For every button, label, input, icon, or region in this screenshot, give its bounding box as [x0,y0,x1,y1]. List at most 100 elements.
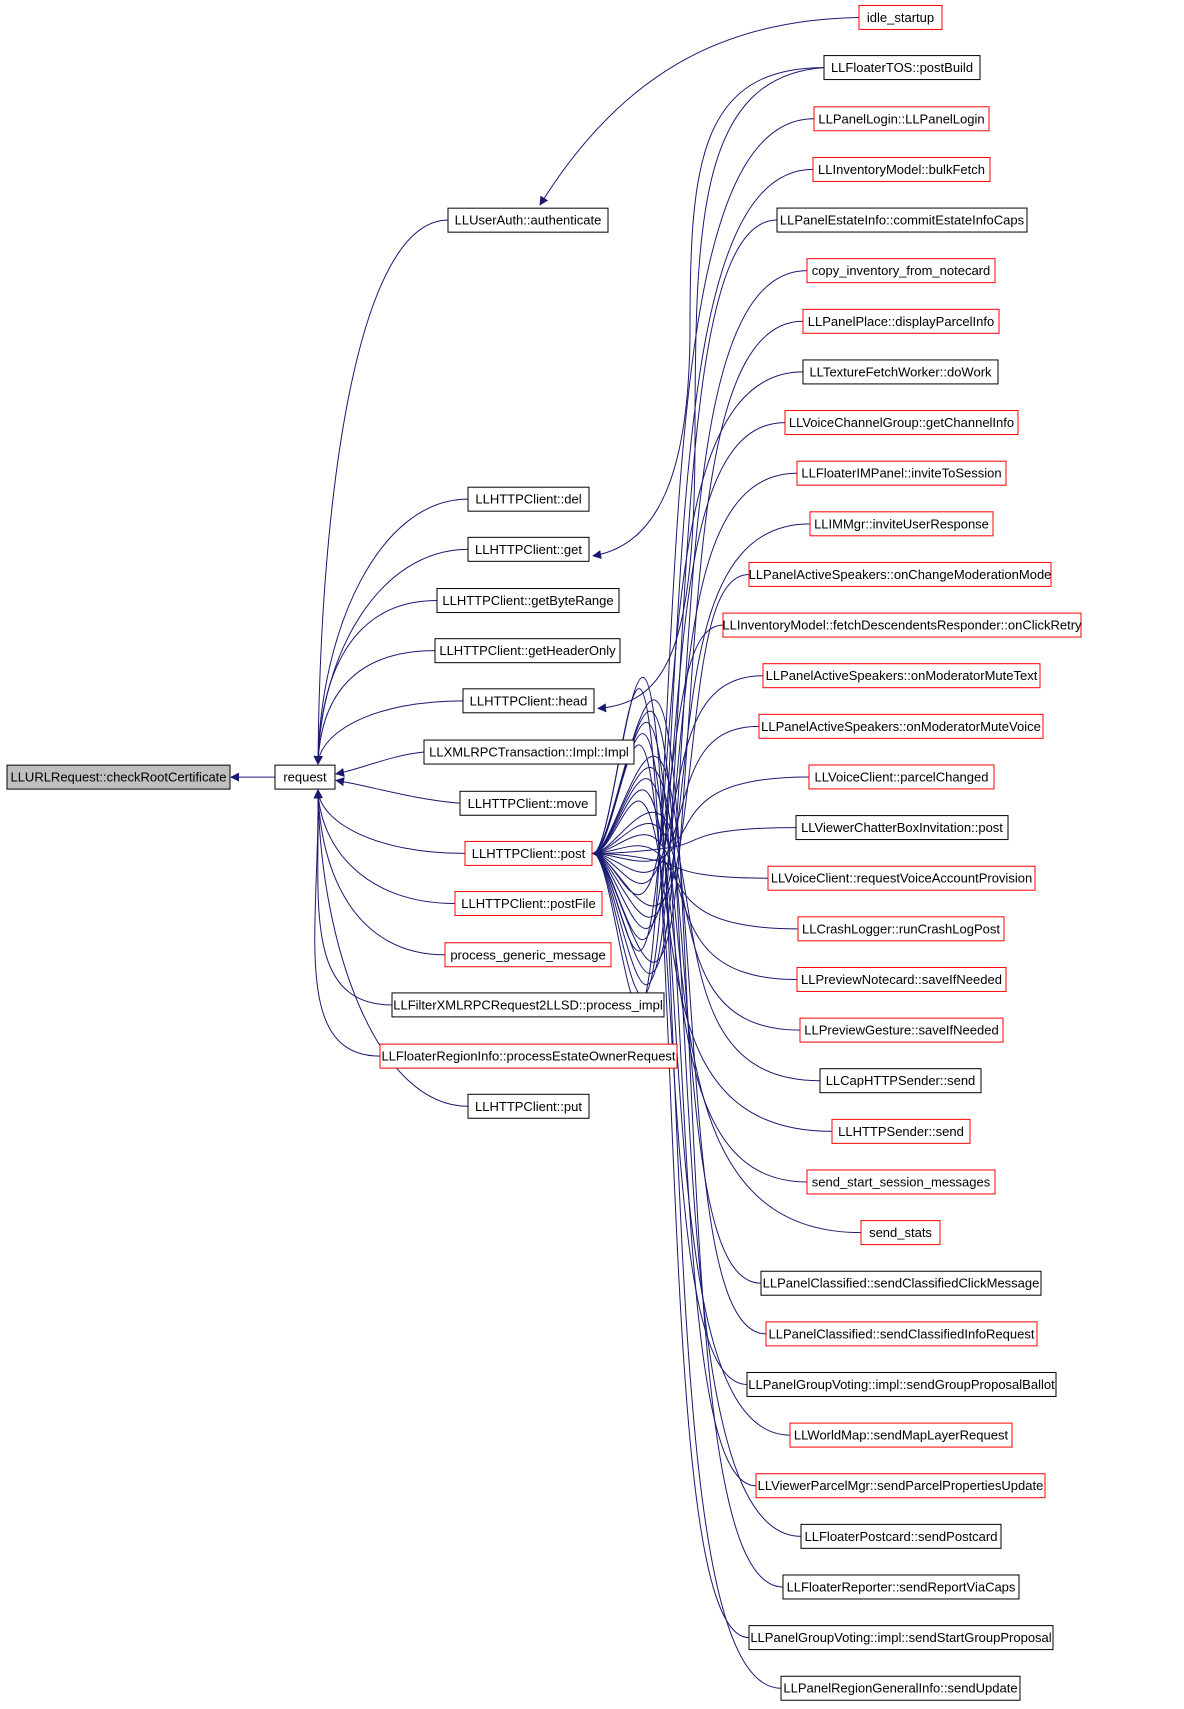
node-move[interactable]: LLHTTPClient::move [459,790,597,816]
edge-idle-to-authenticate [539,16,860,206]
node-label: send_stats [869,1225,932,1240]
node-label: LLHTTPSender::send [838,1124,964,1139]
node-box [748,1625,1054,1651]
node-label: LLVoiceChannelGroup::getChannelInfo [789,415,1014,430]
node-idle[interactable]: idle_startup [858,4,943,30]
node-post[interactable]: LLHTTPClient::post [464,840,593,866]
node-label: LLPanelEstateInfo::commitEstateInfoCaps [780,213,1025,228]
node-box [462,688,595,714]
node-box [808,764,995,790]
node-post-caller-17[interactable]: LLPreviewNotecard::saveIfNeeded [796,966,1007,992]
node-post-caller-24[interactable]: LLPanelClassified::sendClassifiedInfoReq… [765,1321,1038,1347]
node-box [806,1169,996,1195]
edge-post-caller-23-to-post [592,766,762,1284]
node-regioninfo[interactable]: LLFloaterRegionInfo::processEstateOwnerR… [379,1043,678,1069]
node-post-caller-3[interactable]: copy_inventory_from_notecard [806,258,996,284]
node-label: LLViewerChatterBoxInvitation::post [801,820,1003,835]
node-box [423,739,635,765]
node-box [767,865,1036,891]
edge-pgm-to-request [313,789,446,956]
node-root[interactable]: LLURLRequest::checkRootCertificate [6,764,231,790]
node-head[interactable]: LLHTTPClient::head [462,688,595,714]
edge-post-caller-11-to-post [592,675,764,885]
node-postFile[interactable]: LLHTTPClient::postFile [454,891,603,917]
node-pgm[interactable]: process_generic_message [444,942,612,968]
node-post-caller-31[interactable]: LLPanelRegionGeneralInfo::sendUpdate [780,1675,1021,1701]
node-post-caller-23[interactable]: LLPanelClassified::sendClassifiedClickMe… [760,1270,1042,1296]
node-box [391,992,665,1018]
node-box [860,1220,941,1246]
node-post-caller-25[interactable]: LLPanelGroupVoting::impl::sendGroupPropo… [746,1371,1057,1397]
node-post-caller-30[interactable]: LLPanelGroupVoting::impl::sendStartGroup… [748,1625,1054,1651]
node-label: LLVoiceClient::parcelChanged [815,769,989,784]
node-box [797,916,1005,942]
node-label: LLHTTPClient::del [475,492,581,507]
node-post-caller-18[interactable]: LLPreviewGesture::saveIfNeeded [799,1017,1004,1043]
node-post-caller-21[interactable]: send_start_session_messages [806,1169,996,1195]
node-label: LLCapHTTPSender::send [826,1073,976,1088]
node-box [789,1422,1013,1448]
node-post-caller-14[interactable]: LLViewerChatterBoxInvitation::post [795,815,1009,841]
node-box [802,359,999,385]
node-post-caller-7[interactable]: LLFloaterIMPanel::inviteToSession [796,460,1007,486]
node-post-caller-2[interactable]: LLPanelEstateInfo::commitEstateInfoCaps [776,207,1028,233]
edge-tos-to-get [592,67,825,559]
node-xmlrpc[interactable]: LLXMLRPCTransaction::Impl::Impl [423,739,635,765]
node-post-caller-0[interactable]: LLPanelLogin::LLPanelLogin [813,106,990,132]
node-post-caller-16[interactable]: LLCrashLogger::runCrashLogPost [797,916,1005,942]
node-box [274,764,336,790]
node-post-caller-28[interactable]: LLFloaterPostcard::sendPostcard [800,1523,1002,1549]
node-get[interactable]: LLHTTPClient::get [467,536,590,562]
edge-regioninfo-to-request [313,789,381,1057]
edge-post-caller-21-to-post [592,789,808,1183]
node-request[interactable]: request [274,764,336,790]
node-del[interactable]: LLHTTPClient::del [467,486,590,512]
node-getHeaderOnly[interactable]: LLHTTPClient::getHeaderOnly [434,638,621,664]
node-post-caller-26[interactable]: LLWorldMap::sendMapLayerRequest [789,1422,1013,1448]
node-label: LLPreviewGesture::saveIfNeeded [804,1023,998,1038]
node-post-caller-22[interactable]: send_stats [860,1220,941,1246]
node-label: LLPanelLogin::LLPanelLogin [818,111,984,126]
node-box [812,156,991,182]
node-getByteRange[interactable]: LLHTTPClient::getByteRange [436,588,620,614]
node-post-caller-10[interactable]: LLInventoryModel::fetchDescendentsRespon… [722,612,1082,638]
node-post-caller-9[interactable]: LLPanelActiveSpeakers::onChangeModeratio… [748,561,1052,587]
edge-del-to-request [313,498,469,765]
node-post-caller-27[interactable]: LLViewerParcelMgr::sendParcelPropertiesU… [755,1473,1046,1499]
node-label: LLHTTPClient::put [475,1099,582,1114]
node-box [467,486,590,512]
node-box [467,536,590,562]
edge-put-to-request [313,789,469,1107]
node-post-caller-13[interactable]: LLVoiceClient::parcelChanged [808,764,995,790]
node-label: LLPanelGroupVoting::impl::sendStartGroup… [750,1630,1051,1645]
node-label: idle_startup [867,10,934,25]
edge-post-caller-26-to-post [592,733,791,1436]
edge-filterxml-to-request [313,789,393,1006]
edge-post-caller-7-to-post [592,472,798,929]
node-box [831,1118,971,1144]
node-post-caller-6[interactable]: LLVoiceChannelGroup::getChannelInfo [784,410,1019,436]
node-tos[interactable]: LLFloaterTOS::postBuild [823,55,981,81]
node-label: LLFloaterIMPanel::inviteToSession [801,466,1001,481]
node-post-caller-20[interactable]: LLHTTPSender::send [831,1118,971,1144]
node-post-caller-15[interactable]: LLVoiceClient::requestVoiceAccountProvis… [767,865,1036,891]
node-label: LLPanelClassified::sendClassifiedClickMe… [763,1276,1040,1291]
node-box [746,1371,1057,1397]
node-post-caller-1[interactable]: LLInventoryModel::bulkFetch [812,156,991,182]
node-post-caller-8[interactable]: LLIMMgr::inviteUserResponse [809,511,994,537]
node-post-caller-29[interactable]: LLFloaterReporter::sendReportViaCaps [782,1574,1020,1600]
node-post-caller-5[interactable]: LLTextureFetchWorker::doWork [802,359,999,385]
node-post-caller-12[interactable]: LLPanelActiveSpeakers::onModeratorMuteVo… [758,713,1044,739]
node-authenticate[interactable]: LLUserAuth::authenticate [447,207,609,233]
node-label: LLXMLRPCTransaction::Impl::Impl [429,745,629,760]
node-box [758,713,1044,739]
node-post-caller-4[interactable]: LLPanelPlace::displayParcelInfo [802,308,1000,334]
node-filterxml[interactable]: LLFilterXMLRPCRequest2LLSD::process_impl [391,992,665,1018]
node-post-caller-19[interactable]: LLCapHTTPSender::send [819,1068,982,1094]
node-box [809,511,994,537]
node-post-caller-11[interactable]: LLPanelActiveSpeakers::onModeratorMuteTe… [762,663,1041,689]
node-label: LLInventoryModel::bulkFetch [818,162,985,177]
node-put[interactable]: LLHTTPClient::put [467,1093,590,1119]
node-label: LLPanelActiveSpeakers::onModeratorMuteVo… [761,719,1041,734]
node-box [755,1473,1046,1499]
